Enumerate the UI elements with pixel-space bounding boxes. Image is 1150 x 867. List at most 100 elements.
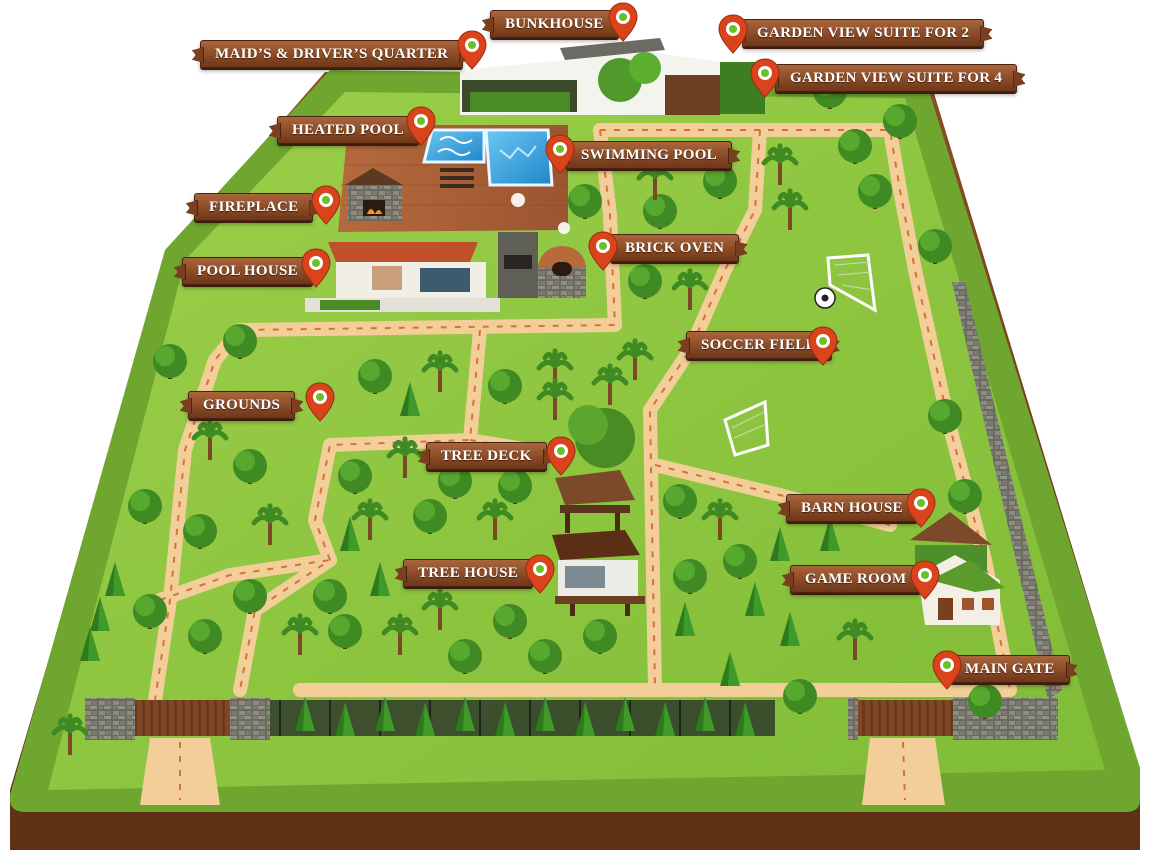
pine-tree xyxy=(780,612,800,646)
round-tree xyxy=(723,544,757,579)
label-garden-view-suite-2[interactable]: GARDEN VIEW SUITE FOR 2 xyxy=(742,19,985,47)
fireplace-building xyxy=(345,168,403,221)
pine-tree xyxy=(375,697,395,731)
label-tree-house[interactable]: TREE HOUSE xyxy=(403,559,534,587)
round-tree xyxy=(663,484,697,519)
label-soccer-field[interactable]: SOCCER FIELD xyxy=(686,331,832,359)
round-tree xyxy=(528,639,562,674)
round-tree xyxy=(188,619,222,654)
map-pin-icon[interactable] xyxy=(301,248,331,288)
round-tree xyxy=(643,194,677,229)
round-tree xyxy=(183,514,217,549)
round-tree xyxy=(783,679,817,714)
palm-tree xyxy=(536,378,574,420)
palm-tree xyxy=(476,498,514,540)
tree-house-structure xyxy=(552,530,645,616)
map-pin-icon[interactable] xyxy=(910,560,940,600)
round-tree xyxy=(153,344,187,379)
round-tree xyxy=(918,229,952,264)
pine-tree xyxy=(335,702,355,736)
label-main-gate[interactable]: MAIN GATE xyxy=(950,655,1070,683)
tree-deck-structure xyxy=(555,405,635,533)
label-pool-house[interactable]: POOL HOUSE xyxy=(182,257,313,285)
round-tree xyxy=(628,264,662,299)
palm-tree xyxy=(381,613,419,655)
palm-tree xyxy=(671,268,709,310)
round-tree xyxy=(928,399,962,434)
pine-tree xyxy=(90,597,110,631)
pine-tree xyxy=(340,517,360,551)
round-tree xyxy=(233,449,267,484)
round-tree xyxy=(493,604,527,639)
palm-tree xyxy=(421,588,459,630)
label-garden-view-suite-4[interactable]: GARDEN VIEW SUITE FOR 4 xyxy=(775,64,1018,92)
round-tree xyxy=(498,469,532,504)
round-tree xyxy=(438,464,472,499)
round-tree xyxy=(673,559,707,594)
label-brick-oven[interactable]: BRICK OVEN xyxy=(610,234,740,262)
pine-tree xyxy=(720,652,740,686)
round-tree xyxy=(703,164,737,199)
map-pin-icon[interactable] xyxy=(906,488,936,528)
round-tree xyxy=(413,499,447,534)
label-fireplace[interactable]: FIREPLACE xyxy=(194,193,314,221)
map-pin-icon[interactable] xyxy=(311,185,341,225)
top-buildings xyxy=(460,38,765,115)
palm-tree xyxy=(616,338,654,380)
round-tree xyxy=(313,579,347,614)
round-tree xyxy=(968,684,1002,719)
pine-tree xyxy=(745,582,765,616)
pine-tree xyxy=(400,382,420,416)
east-wall xyxy=(952,282,1062,700)
pine-tree xyxy=(370,562,390,596)
palm-tree xyxy=(351,498,389,540)
label-maids-drivers-quarter[interactable]: MAID’S & DRIVER’S QUARTER xyxy=(200,40,464,68)
pine-tree xyxy=(455,697,475,731)
pine-tree xyxy=(415,702,435,736)
trees-layer xyxy=(51,74,1002,755)
map-pin-icon[interactable] xyxy=(545,134,575,174)
label-heated-pool[interactable]: HEATED POOL xyxy=(277,116,419,144)
round-tree xyxy=(838,129,872,164)
label-tree-deck[interactable]: TREE DECK xyxy=(426,442,547,470)
pine-tree xyxy=(695,697,715,731)
palm-tree xyxy=(251,503,289,545)
map-pin-icon[interactable] xyxy=(406,106,436,146)
pool-house-building xyxy=(305,242,500,312)
round-tree xyxy=(128,489,162,524)
map-pin-icon[interactable] xyxy=(525,554,555,594)
round-tree xyxy=(338,459,372,494)
round-tree xyxy=(223,324,257,359)
map-pin-icon[interactable] xyxy=(546,436,576,476)
soccer-goals xyxy=(723,253,877,457)
label-swimming-pool[interactable]: SWIMMING POOL xyxy=(566,141,732,169)
map-pin-icon[interactable] xyxy=(588,231,618,271)
palm-tree xyxy=(536,348,574,390)
pine-tree xyxy=(655,702,675,736)
palm-tree xyxy=(771,188,809,230)
pine-tree xyxy=(615,697,635,731)
map-pin-icon[interactable] xyxy=(718,14,748,54)
palm-tree xyxy=(761,143,799,185)
round-tree xyxy=(583,619,617,654)
heated-pool-water xyxy=(422,128,486,164)
map-pin-icon[interactable] xyxy=(750,58,780,98)
palm-tree xyxy=(191,418,229,460)
round-tree xyxy=(488,369,522,404)
map-pin-icon[interactable] xyxy=(932,650,962,690)
palm-tree xyxy=(836,618,874,660)
map-pin-icon[interactable] xyxy=(608,2,638,42)
map-pin-icon[interactable] xyxy=(305,382,335,422)
round-tree xyxy=(948,479,982,514)
label-barn-house[interactable]: BARN HOUSE xyxy=(786,494,918,522)
palm-tree xyxy=(701,498,739,540)
label-game-room[interactable]: GAME ROOM xyxy=(790,565,922,593)
label-bunkhouse[interactable]: BUNKHOUSE xyxy=(490,10,619,38)
pine-tree xyxy=(295,697,315,731)
label-grounds[interactable]: GROUNDS xyxy=(188,391,296,419)
pine-tree xyxy=(495,702,515,736)
map-pin-icon[interactable] xyxy=(457,30,487,70)
map-pin-icon[interactable] xyxy=(808,326,838,366)
